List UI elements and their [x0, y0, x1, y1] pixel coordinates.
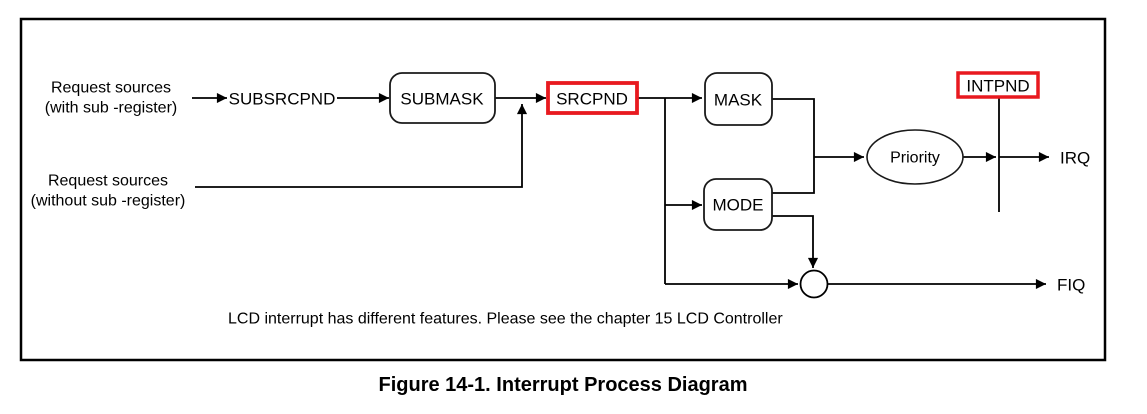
irq-output-label: IRQ	[1060, 149, 1090, 168]
figure-caption: Figure 14-1. Interrupt Process Diagram	[378, 374, 748, 396]
fiq-junction-circle	[799, 269, 829, 299]
submask-label: SUBMASK	[400, 90, 484, 109]
subsrcpnd-label: SUBSRCPND	[229, 90, 336, 109]
mode-box	[703, 178, 773, 231]
arrow-mode-to-fiq-circle	[772, 215, 819, 268]
submask-box	[389, 72, 496, 124]
intpnd-highlight-box	[956, 71, 1040, 99]
priority-ellipse	[866, 129, 964, 185]
intpnd-label: INTPND	[966, 77, 1029, 96]
mask-mode-join-line	[772, 98, 815, 194]
srcpnd-label: SRCPND	[556, 90, 628, 109]
source-without-label-line1: Request sources	[48, 173, 168, 190]
priority-label: Priority	[890, 150, 940, 167]
lcd-interrupt-note: LCD interrupt has different features. Pl…	[228, 311, 783, 328]
source-without-label-line2: (without sub -register)	[31, 193, 186, 210]
srcpnd-highlight-box	[546, 81, 639, 115]
source-with-label-line1: Request sources	[51, 80, 171, 97]
mask-box	[704, 72, 773, 126]
mode-label: MODE	[713, 196, 764, 215]
figure-border	[19, 17, 1107, 362]
arrow-without-to-srcpnd-line	[195, 104, 528, 188]
mask-label: MASK	[714, 91, 763, 110]
source-with-label-line2: (with sub -register)	[45, 100, 177, 117]
fiq-output-label: FIQ	[1057, 276, 1085, 295]
